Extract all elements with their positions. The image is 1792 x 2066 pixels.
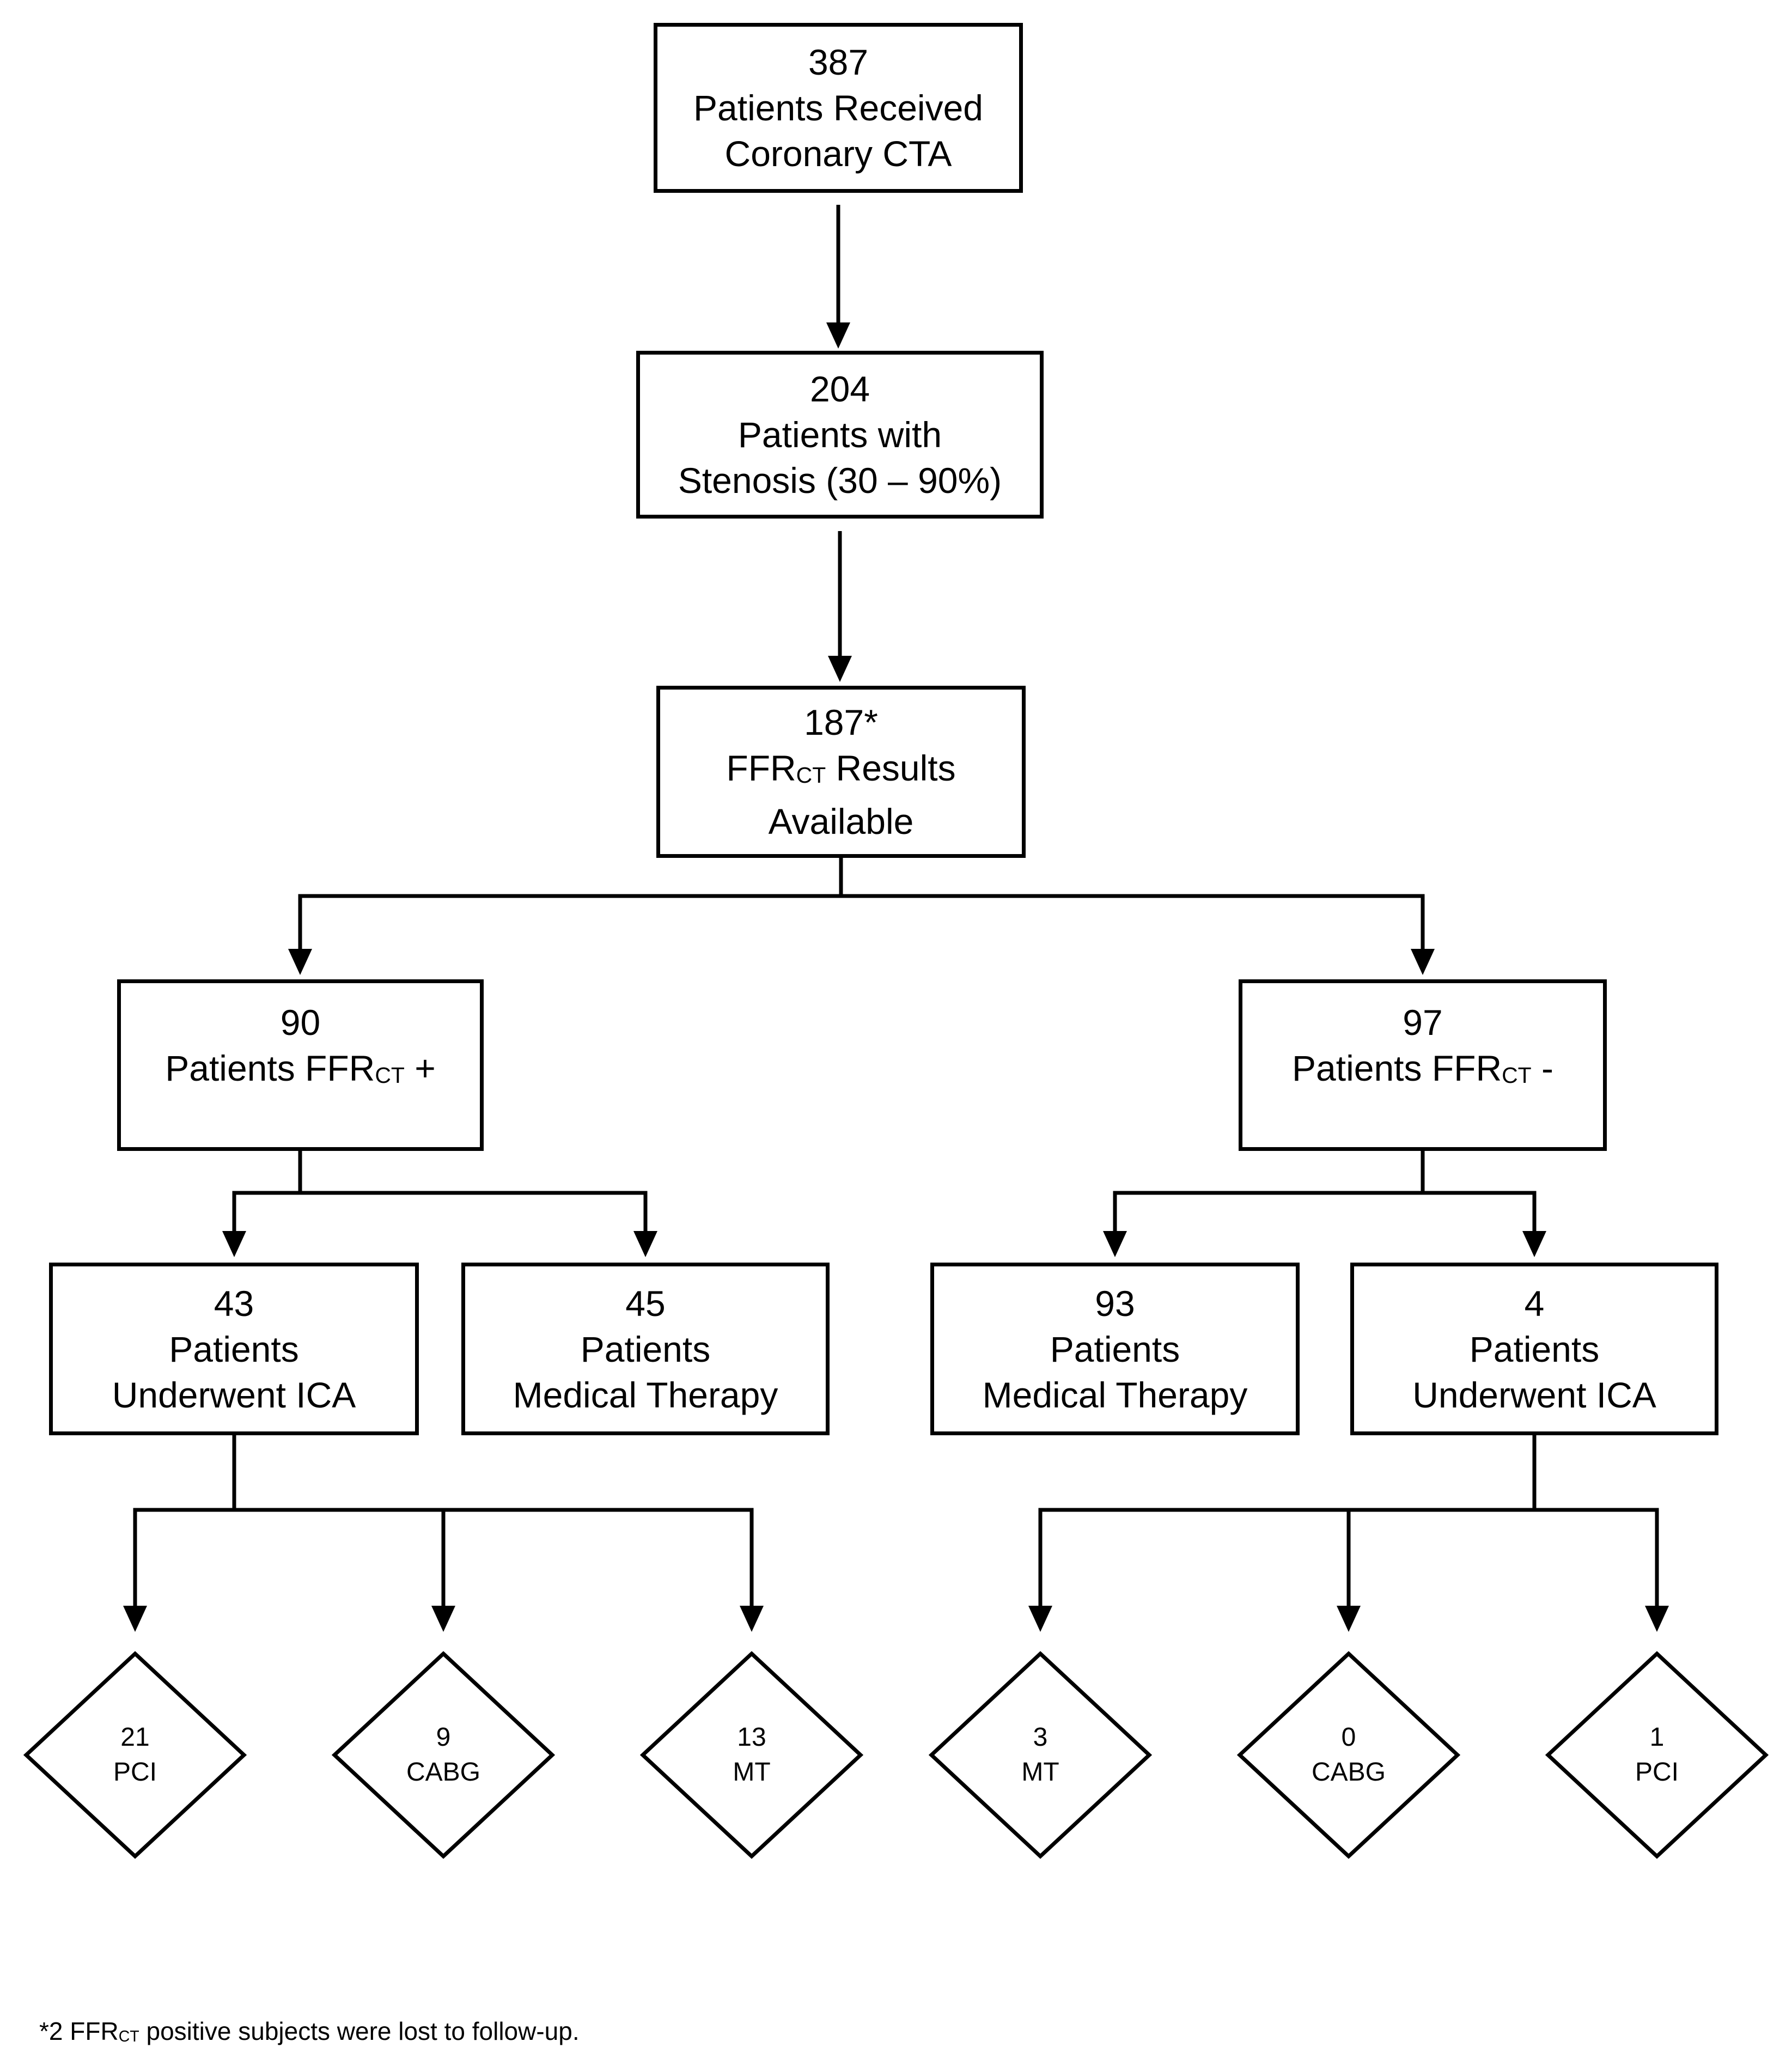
box-label-line: Patients (1050, 1328, 1180, 1369)
diamond-shape-pci-positive (23, 1651, 247, 1859)
box-label-line: Underwent ICA (1412, 1374, 1656, 1415)
arrowhead-icon (123, 1606, 147, 1632)
diamond-shape-mt-negative (928, 1651, 1153, 1859)
diamond-label: PCI (113, 1758, 157, 1787)
box-label-line: Underwent ICA (112, 1374, 356, 1415)
subscript-ct: CT (375, 1063, 405, 1088)
diamond-label: CABG (1311, 1758, 1386, 1787)
box-count: 90 (280, 1002, 321, 1043)
box-label-line: Medical Therapy (513, 1374, 778, 1415)
box-label-line: FFRCT Results (726, 748, 956, 789)
diamond-pci-positive: 21 PCI (53, 1711, 217, 1799)
box-count: 93 (1095, 1283, 1135, 1324)
box-label-line: Patients (169, 1328, 299, 1369)
box-patients-ffrct-negative: 97 Patients FFRCT - (1239, 979, 1607, 1151)
arrowhead-icon (740, 1606, 764, 1632)
box-count: 45 (625, 1283, 666, 1324)
box-count: 187* (804, 702, 878, 743)
diamond-shape-pci-negative (1545, 1651, 1769, 1859)
box-medical-therapy-negative: 93 Patients Medical Therapy (930, 1263, 1300, 1435)
split-43-to-diamonds (123, 1435, 764, 1632)
box-label-line: Coronary CTA (724, 133, 952, 174)
box-label-line: Available (768, 801, 914, 842)
box-label-line: Stenosis (30 – 90%) (678, 460, 1002, 501)
subscript-ct: CT (796, 763, 826, 788)
box-count: 387 (808, 42, 869, 82)
diamond-count: 21 (120, 1723, 150, 1752)
box-label-line: Patients with (737, 415, 942, 455)
diamond-count: 3 (1033, 1723, 1048, 1752)
diamond-label: MT (733, 1758, 771, 1787)
box-underwent-ica-positive: 43 Patients Underwent ICA (49, 1263, 419, 1435)
box-ffrct-results-available: 187* FFRCT Results Available (656, 686, 1026, 858)
box-patients-with-stenosis: 204 Patients with Stenosis (30 – 90%) (636, 351, 1044, 519)
box-label-line: Patients FFRCT - (1292, 1048, 1553, 1088)
arrowhead-icon (431, 1606, 455, 1632)
box-medical-therapy-positive: 45 Patients Medical Therapy (461, 1263, 830, 1435)
arrowhead-icon (288, 949, 312, 975)
subscript-ct: CT (118, 2027, 139, 2045)
arrowhead-icon (1645, 1606, 1669, 1632)
diamond-shape-cabg-positive (331, 1651, 556, 1859)
box-label-line: Patients FFRCT + (165, 1048, 436, 1088)
diamond-mt-positive: 13 MT (670, 1711, 833, 1799)
arrow-387-to-204 (826, 205, 850, 349)
diamond-count: 1 (1649, 1723, 1665, 1752)
box-count: 4 (1524, 1283, 1545, 1324)
diamond-label: PCI (1635, 1758, 1679, 1787)
box-count: 43 (214, 1283, 254, 1324)
footnote: *2 FFRCT positive subjects were lost to … (39, 2017, 580, 2045)
split-187-to-branches (288, 858, 1435, 975)
box-label-line: Medical Therapy (982, 1374, 1248, 1415)
box-count: 204 (809, 369, 870, 409)
box-patients-received-cta: 387 Patients Received Coronary CTA (654, 23, 1023, 193)
arrowhead-icon (826, 322, 850, 349)
diamond-count: 9 (436, 1723, 451, 1752)
arrowhead-icon (222, 1231, 246, 1257)
diamond-shape-cabg-negative (1236, 1651, 1461, 1859)
arrowhead-icon (828, 656, 852, 682)
diamond-count: 0 (1341, 1723, 1356, 1752)
subscript-ct: CT (1502, 1063, 1532, 1088)
box-label-line: Patients (580, 1328, 711, 1369)
split-97-to-children (1103, 1151, 1546, 1257)
box-label-line: Patients Received (693, 88, 983, 128)
arrow-204-to-187 (828, 531, 852, 682)
arrowhead-icon (1103, 1231, 1127, 1257)
diamond-count: 13 (737, 1723, 766, 1752)
diamond-mt-negative: 3 MT (959, 1711, 1122, 1799)
box-label-line: Patients (1469, 1328, 1600, 1369)
diamond-label: CABG (406, 1758, 481, 1787)
arrowhead-icon (1411, 949, 1435, 975)
arrowhead-icon (1522, 1231, 1546, 1257)
arrowhead-icon (633, 1231, 657, 1257)
box-count: 97 (1403, 1002, 1443, 1043)
diamond-label: MT (1021, 1758, 1059, 1787)
arrowhead-icon (1028, 1606, 1052, 1632)
box-patients-ffrct-positive: 90 Patients FFRCT + (117, 979, 484, 1151)
split-4-to-diamonds (1028, 1435, 1669, 1632)
diamond-shape-mt-positive (639, 1651, 864, 1859)
box-underwent-ica-negative: 4 Patients Underwent ICA (1350, 1263, 1718, 1435)
diamond-cabg-negative: 0 CABG (1267, 1711, 1430, 1799)
split-90-to-children (222, 1151, 657, 1257)
diamond-cabg-positive: 9 CABG (362, 1711, 525, 1799)
arrowhead-icon (1337, 1606, 1361, 1632)
diamond-pci-negative: 1 PCI (1575, 1711, 1739, 1799)
